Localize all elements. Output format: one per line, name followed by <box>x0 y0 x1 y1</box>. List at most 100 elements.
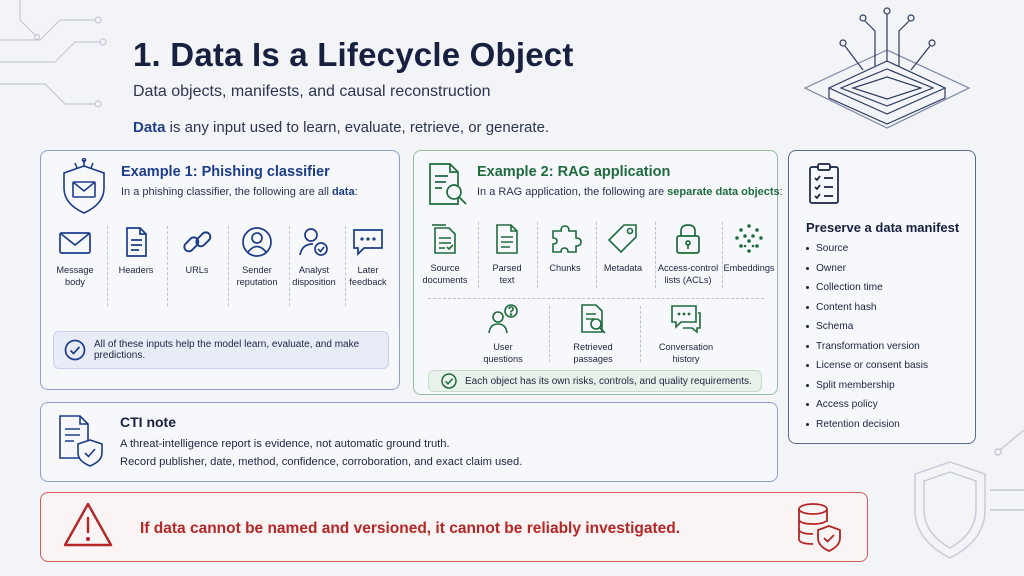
manifest-item: Split membership <box>806 380 928 400</box>
manifest-item: Transformation version <box>806 341 928 361</box>
circuit-decoration-icon <box>0 0 107 108</box>
definition-text: is any input used to learn, evaluate, re… <box>165 119 550 136</box>
manifest-list: Source Owner Collection time Content has… <box>806 243 928 438</box>
database-shield-icon <box>798 503 841 552</box>
item-label: User <box>493 342 513 352</box>
item-label: history <box>672 354 700 364</box>
manifest-item: Owner <box>806 263 928 283</box>
item-label: Message <box>56 265 94 275</box>
example2-sub-suffix: : <box>779 186 783 198</box>
document-search-icon <box>429 163 467 205</box>
warning-text: If data cannot be named and versioned, i… <box>140 520 681 537</box>
item-message-body: Message body <box>44 226 106 288</box>
manifest-item: Source <box>806 243 928 263</box>
manifest-card <box>788 150 976 444</box>
item-embeddings: Embeddings <box>718 222 780 274</box>
manifest-item: Collection time <box>806 282 928 302</box>
manifest-item: Content hash <box>806 302 928 322</box>
example2-sub-prefix: In a RAG application, the following are <box>477 186 668 198</box>
tag-icon <box>607 224 637 254</box>
item-label: feedback <box>349 277 387 287</box>
example2-note-text: Each object has its own risks, controls,… <box>465 375 752 387</box>
item-label: Access-control <box>657 263 719 273</box>
item-label: disposition <box>292 277 336 287</box>
item-label: Retrieved <box>573 342 613 352</box>
envelope-icon <box>59 232 91 254</box>
cti-line-2: Record publisher, date, method, confiden… <box>120 456 523 468</box>
item-headers: Headers <box>105 226 167 276</box>
example2-sub-highlight: separate data objects <box>667 186 780 198</box>
analyst-check-icon <box>299 228 328 256</box>
item-user-questions: User questions <box>472 303 534 365</box>
check-circle-icon <box>441 373 457 389</box>
cti-title: CTI note <box>120 414 176 430</box>
item-label: Sender <box>242 265 272 275</box>
data-definition: Data is any input used to learn, evaluat… <box>133 119 549 136</box>
item-conversation-history: Conversation history <box>650 303 722 365</box>
check-circle-icon <box>64 339 86 361</box>
item-parsed-text: Parsed text <box>476 222 538 286</box>
item-retrieved-passages: Retrieved passages <box>562 303 624 365</box>
item-label: text <box>499 275 515 285</box>
puzzle-icon <box>552 225 582 253</box>
parsed-text-icon <box>496 224 518 254</box>
manifest-item: Schema <box>806 321 928 341</box>
item-label: questions <box>483 354 523 364</box>
example2-note: Each object has its own risks, controls,… <box>428 370 762 392</box>
item-later-feedback: Later feedback <box>337 226 399 288</box>
item-metadata: Metadata <box>592 222 654 274</box>
page-title: 1. Data Is a Lifecycle Object <box>133 36 574 73</box>
example1-subtitle: In a phishing classifier, the following … <box>121 186 358 198</box>
conversation-icon <box>671 305 701 334</box>
item-label: Later <box>357 265 379 275</box>
link-icon <box>183 231 212 253</box>
definition-term: Data <box>133 119 166 136</box>
warning-triangle-icon <box>63 502 113 547</box>
page-subtitle: Data objects, manifests, and causal reco… <box>133 83 491 100</box>
example1-sub-prefix: In a phishing classifier, the following … <box>121 186 332 198</box>
item-urls: URLs <box>166 226 228 276</box>
user-question-icon <box>488 304 518 334</box>
item-label: body <box>65 277 85 287</box>
manifest-title: Preserve a data manifest <box>806 220 960 235</box>
item-analyst-disposition: Analyst disposition <box>283 226 345 288</box>
manifest-item: Access policy <box>806 399 928 419</box>
item-label: documents <box>422 275 468 285</box>
embeddings-icon <box>735 224 763 253</box>
item-sender-reputation: Sender reputation <box>226 226 288 288</box>
item-label: reputation <box>236 277 278 287</box>
document-shield-icon <box>59 415 103 467</box>
document-icon <box>126 227 147 257</box>
example1-sub-highlight: data <box>331 186 355 198</box>
item-label: Source <box>430 263 460 273</box>
item-chunks: Chunks <box>534 222 596 274</box>
example1-title: Example 1: Phishing classifier <box>121 164 330 180</box>
item-label: Parsed <box>492 263 522 273</box>
example1-note-text: All of these inputs help the model learn… <box>94 339 360 361</box>
example2-card <box>413 150 778 395</box>
item-label: URLs <box>185 265 209 275</box>
user-icon <box>242 227 272 257</box>
shield-mail-icon <box>63 158 105 214</box>
cti-line-1: A threat-intelligence report is evidence… <box>120 438 450 450</box>
item-label: lists (ACLs) <box>664 275 712 285</box>
layered-stack-icon <box>803 7 971 129</box>
item-source-documents: Source documents <box>414 222 476 286</box>
example2-subtitle: In a RAG application, the following are … <box>477 186 783 198</box>
shield-decoration-icon <box>914 430 1024 559</box>
item-label: Metadata <box>603 263 643 273</box>
cti-card <box>40 402 778 482</box>
manifest-item: Retention decision <box>806 419 928 439</box>
item-label: Analyst <box>298 265 330 275</box>
item-acls: Access-control lists (ACLs) <box>650 222 726 286</box>
source-documents-icon <box>432 224 456 254</box>
item-label: Headers <box>118 265 154 275</box>
retrieved-passages-icon <box>581 304 606 334</box>
example1-sub-suffix: : <box>354 186 358 198</box>
checklist-icon <box>809 163 839 204</box>
item-label: Embeddings <box>723 263 775 273</box>
warning-banner <box>40 492 868 562</box>
example1-note: All of these inputs help the model learn… <box>53 331 389 369</box>
example2-title: Example 2: RAG application <box>477 164 671 180</box>
chat-icon <box>353 229 383 257</box>
